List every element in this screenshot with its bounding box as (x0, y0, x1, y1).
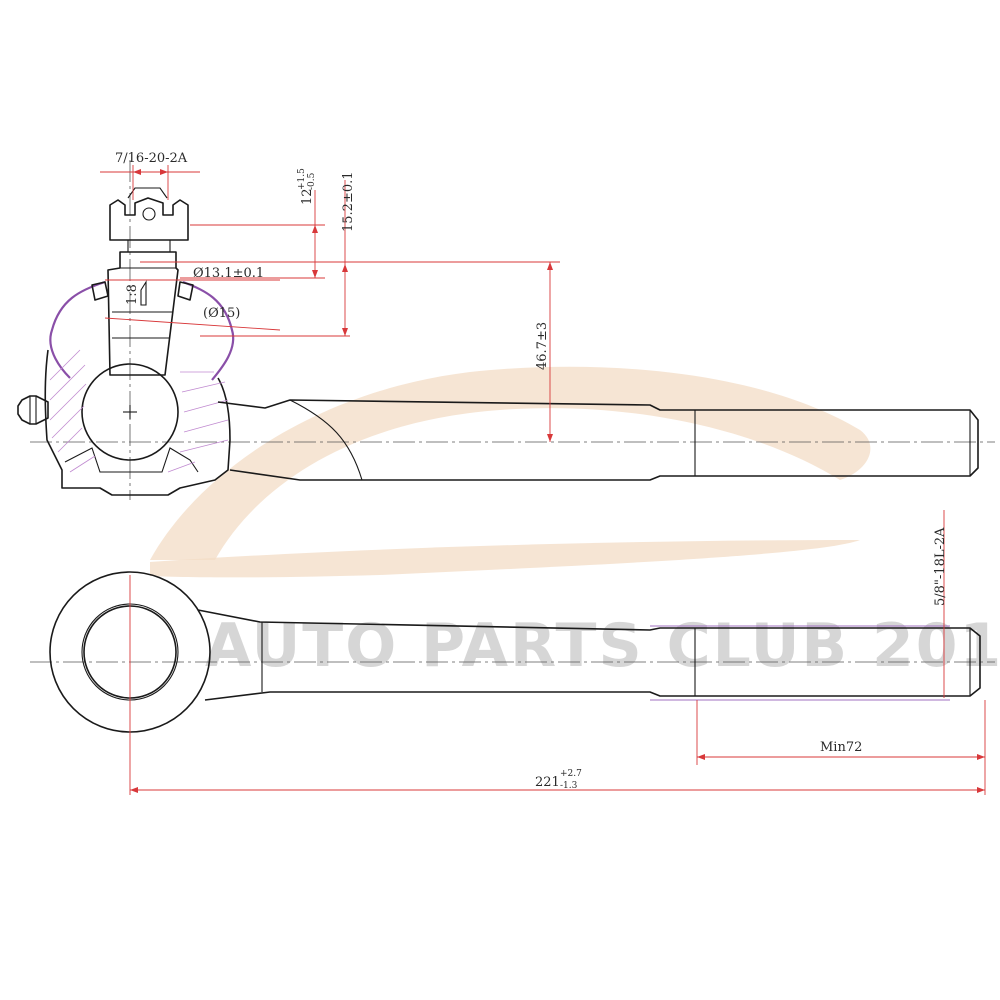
watermark-swoosh (150, 366, 871, 560)
arm-neck-curve (289, 399, 363, 481)
dim-stud-height: 12 +1.5 -0.5 (297, 168, 317, 205)
dim-arrow (697, 754, 705, 760)
ball-joint-side-view (17, 187, 235, 496)
dim-arrow (342, 264, 348, 272)
arm-top-profile (197, 609, 981, 701)
tie-rod-side-shank (217, 399, 979, 481)
castle-nut (109, 197, 189, 241)
dim-stud-height-tol-upper: +1.5 (297, 168, 307, 190)
dim-taper: 1:8 (125, 284, 140, 305)
boot-clip-right (177, 281, 194, 301)
dim-overall-length-base: 221 (535, 775, 560, 790)
watermark: AUTO PARTS CLUB 2018 (150, 366, 1000, 681)
dim-arrow (160, 169, 168, 175)
dim-arrow (977, 787, 985, 793)
dim-arrow (547, 262, 553, 270)
dim-stud-height-base: 12 (300, 188, 315, 205)
dim-arrow (130, 787, 138, 793)
watermark-text: AUTO PARTS CLUB 2018 (205, 611, 1000, 681)
dim-stud-length: 15.2±0.1 (341, 171, 356, 232)
dim-arrow (977, 754, 985, 760)
ball-stud (81, 363, 179, 461)
dim-dia15-line (104, 317, 281, 331)
dim-arrow (342, 328, 348, 336)
boot-clip-left (91, 281, 109, 301)
dust-boot-right (182, 280, 235, 381)
dimension-lines (100, 165, 986, 795)
taper-symbol (140, 280, 147, 306)
cotter-pin-hole (142, 207, 156, 221)
dim-stud-diameter: Ø13.1±0.1 (193, 266, 264, 281)
dim-overall-length-tol-lower: -1.3 (560, 781, 578, 791)
dim-stud-height-tol-lower: -0.5 (307, 172, 317, 190)
grease-fitting (17, 395, 49, 425)
dim-min-thread-length: Min72 (820, 740, 862, 755)
dim-thread-top: 7/16-20-2A (115, 151, 188, 166)
dim-height: 46.7±3 (535, 322, 550, 370)
housing-outer (44, 349, 231, 496)
dim-overall-length-tol-upper: +2.7 (560, 769, 582, 779)
stud-taper (107, 251, 179, 376)
dim-overall-length: 221 +2.7 -1.3 (535, 769, 582, 791)
dim-thread-shank: 5/8"-18L-2A (933, 527, 948, 606)
watermark-swoosh-lower (150, 540, 860, 578)
dim-arrow (547, 434, 553, 442)
dim-arrow (312, 225, 318, 233)
dim-arrow (312, 270, 318, 278)
section-hatching (49, 349, 229, 473)
castle-nut-top (127, 187, 168, 199)
dim-arrow (133, 169, 141, 175)
dim-boot-diameter: (Ø15) (203, 306, 240, 321)
dust-boot-left (49, 280, 106, 379)
housing-inner-seat (64, 447, 199, 473)
